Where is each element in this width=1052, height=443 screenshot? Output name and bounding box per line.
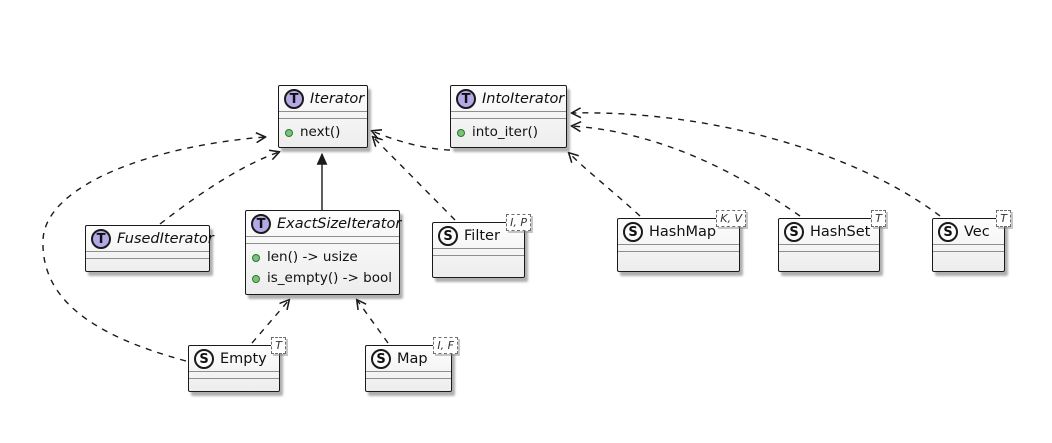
compartment-divider — [933, 251, 1004, 252]
struct-stereotype-icon: S — [784, 222, 804, 242]
class-name: Filter — [464, 228, 500, 244]
class-name: FusedIterator — [117, 231, 214, 247]
class-empty: T S Empty — [188, 337, 286, 392]
edge-empty-iterator — [42, 137, 265, 362]
generics-tag: T — [871, 210, 886, 227]
edge-hashset-intoiterator — [572, 126, 801, 217]
methods-compartment — [366, 379, 451, 391]
generics-tag: I, P — [506, 214, 531, 231]
method-row: len() -> usize — [252, 247, 391, 268]
class-name: Map — [397, 351, 428, 367]
class-exactsizeiterator: T ExactSizeIterator len() -> usize is_em… — [245, 210, 402, 295]
compartment-divider — [366, 378, 451, 379]
struct-stereotype-icon: S — [194, 349, 214, 369]
compartment-divider — [86, 251, 209, 252]
class-intoiterator: T IntoIterator into_iter() — [450, 85, 567, 148]
compartment-divider — [618, 251, 739, 252]
struct-stereotype-icon: S — [371, 349, 391, 369]
public-method-icon — [457, 128, 465, 137]
compartment-divider — [433, 255, 524, 256]
method-row: is_empty() -> bool — [252, 268, 392, 289]
method-label: is_empty() -> bool — [267, 270, 392, 286]
edge-intoiterator-iterator — [372, 131, 451, 151]
class-map: I, F S Map — [365, 337, 458, 392]
class-name: Empty — [220, 351, 267, 367]
trait-stereotype-icon: T — [456, 89, 476, 109]
method-label: len() -> usize — [267, 249, 358, 265]
class-map-title: S Map — [366, 346, 451, 371]
class-name: Iterator — [310, 91, 365, 107]
class-name: IntoIterator — [482, 91, 565, 107]
methods-compartment — [86, 259, 209, 271]
trait-stereotype-icon: T — [284, 89, 304, 109]
edge-vec-intoiterator — [572, 113, 941, 217]
compartment-divider — [433, 248, 524, 249]
methods-compartment — [618, 252, 739, 271]
class-filter: I, P S Filter — [432, 214, 531, 278]
public-method-icon — [252, 253, 260, 262]
trait-stereotype-icon: T — [251, 214, 271, 234]
methods-compartment — [433, 256, 524, 277]
class-fusediterator: T FusedIterator — [85, 225, 214, 272]
class-hashmap: K, V S HashMap — [617, 210, 746, 272]
method-label: into_iter() — [472, 124, 539, 140]
edge-filter-iterator — [373, 137, 456, 221]
compartment-divider — [779, 244, 879, 245]
class-name: Vec — [964, 224, 990, 240]
edge-empty-exactsizeiterator — [251, 300, 289, 344]
compartment-divider — [779, 251, 879, 252]
methods-compartment — [189, 379, 279, 391]
class-hashmap-title: S HashMap — [618, 219, 739, 244]
compartment-divider — [451, 118, 566, 119]
struct-stereotype-icon: S — [623, 222, 643, 242]
generics-tag: T — [271, 337, 286, 354]
edge-map-exactsizeiterator — [357, 300, 389, 344]
class-iterator: T Iterator next() — [278, 85, 368, 148]
compartment-divider — [189, 371, 279, 372]
compartment-divider — [86, 258, 209, 259]
methods-compartment: len() -> usize is_empty() -> bool — [246, 244, 399, 294]
struct-stereotype-icon: S — [938, 222, 958, 242]
method-row: into_iter() — [457, 122, 558, 143]
compartment-divider — [189, 378, 279, 379]
methods-compartment — [933, 252, 1004, 271]
class-hashset: T S HashSet — [778, 210, 886, 272]
methods-compartment — [779, 252, 879, 271]
class-vec: T S Vec — [932, 210, 1011, 272]
compartment-divider — [451, 111, 566, 112]
trait-stereotype-icon: T — [91, 229, 111, 249]
compartment-divider — [366, 371, 451, 372]
generics-tag: K, V — [716, 210, 746, 227]
method-label: next() — [300, 124, 341, 140]
generics-tag: I, F — [433, 337, 458, 354]
generics-tag: T — [996, 210, 1011, 227]
compartment-divider — [246, 236, 399, 237]
methods-compartment: next() — [279, 119, 367, 147]
compartment-divider — [279, 111, 367, 112]
class-exactsizeiterator-title: T ExactSizeIterator — [246, 211, 402, 236]
methods-compartment: into_iter() — [451, 119, 566, 147]
public-method-icon — [285, 128, 293, 137]
class-intoiterator-title: T IntoIterator — [451, 86, 566, 111]
class-name: HashMap — [649, 224, 717, 240]
struct-stereotype-icon: S — [438, 226, 458, 246]
class-name: ExactSizeIterator — [277, 216, 402, 232]
class-empty-title: S Empty — [189, 346, 279, 371]
class-name: HashSet — [810, 224, 871, 240]
class-vec-title: S Vec — [933, 219, 1004, 244]
class-filter-title: S Filter — [433, 223, 524, 248]
edge-hashmap-intoiterator — [569, 153, 641, 217]
class-fusediterator-title: T FusedIterator — [86, 226, 214, 251]
compartment-divider — [246, 243, 399, 244]
class-iterator-title: T Iterator — [279, 86, 367, 111]
compartment-divider — [279, 118, 367, 119]
method-row: next() — [285, 122, 359, 143]
compartment-divider — [933, 244, 1004, 245]
public-method-icon — [252, 274, 260, 283]
compartment-divider — [618, 244, 739, 245]
class-hashset-title: S HashSet — [779, 219, 879, 244]
